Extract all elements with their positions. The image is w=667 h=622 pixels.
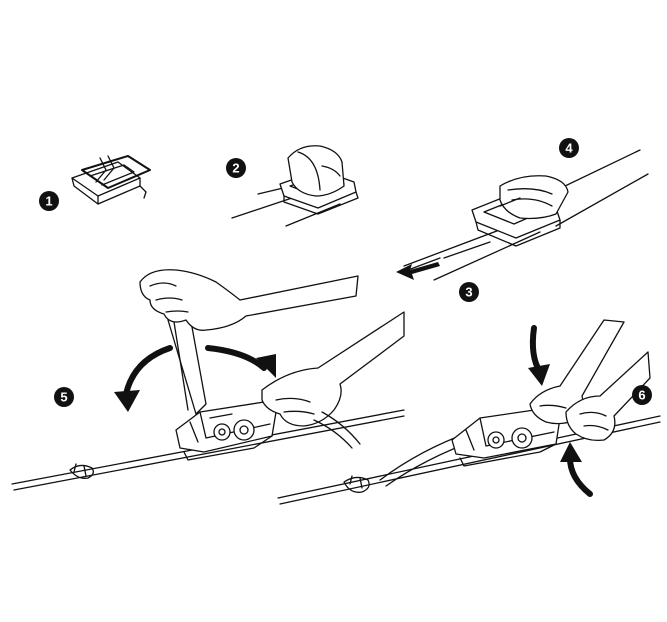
buckle-icon — [71, 155, 151, 205]
step-badge-2: 2 — [226, 158, 246, 178]
hand-icon — [139, 269, 405, 449]
step-number: 5 — [60, 390, 67, 405]
step-badge-5: 5 — [54, 387, 74, 407]
tensioner-tool-icon — [451, 407, 573, 467]
step-number: 4 — [565, 141, 573, 156]
step-number: 2 — [232, 161, 239, 176]
curved-arrow-icon — [114, 345, 173, 412]
curved-arrow-icon — [560, 442, 593, 497]
step-number: 6 — [638, 388, 645, 403]
strap-tightened-buckle-icon — [471, 149, 649, 247]
step-badge-4: 4 — [559, 138, 579, 158]
step-number: 1 — [45, 194, 52, 209]
tensioner-tool-icon — [167, 315, 277, 461]
step-badge-6: 6 — [632, 385, 652, 405]
step-badge-3: 3 — [459, 282, 479, 302]
strap-threaded-icon — [231, 145, 359, 227]
hand-icon — [529, 319, 651, 442]
step-number: 3 — [465, 285, 472, 300]
step-badge-1: 1 — [39, 191, 59, 211]
curved-arrow-icon — [528, 325, 550, 386]
strap-pull-arrow-icon — [396, 225, 541, 281]
curved-arrow-icon — [205, 345, 276, 378]
